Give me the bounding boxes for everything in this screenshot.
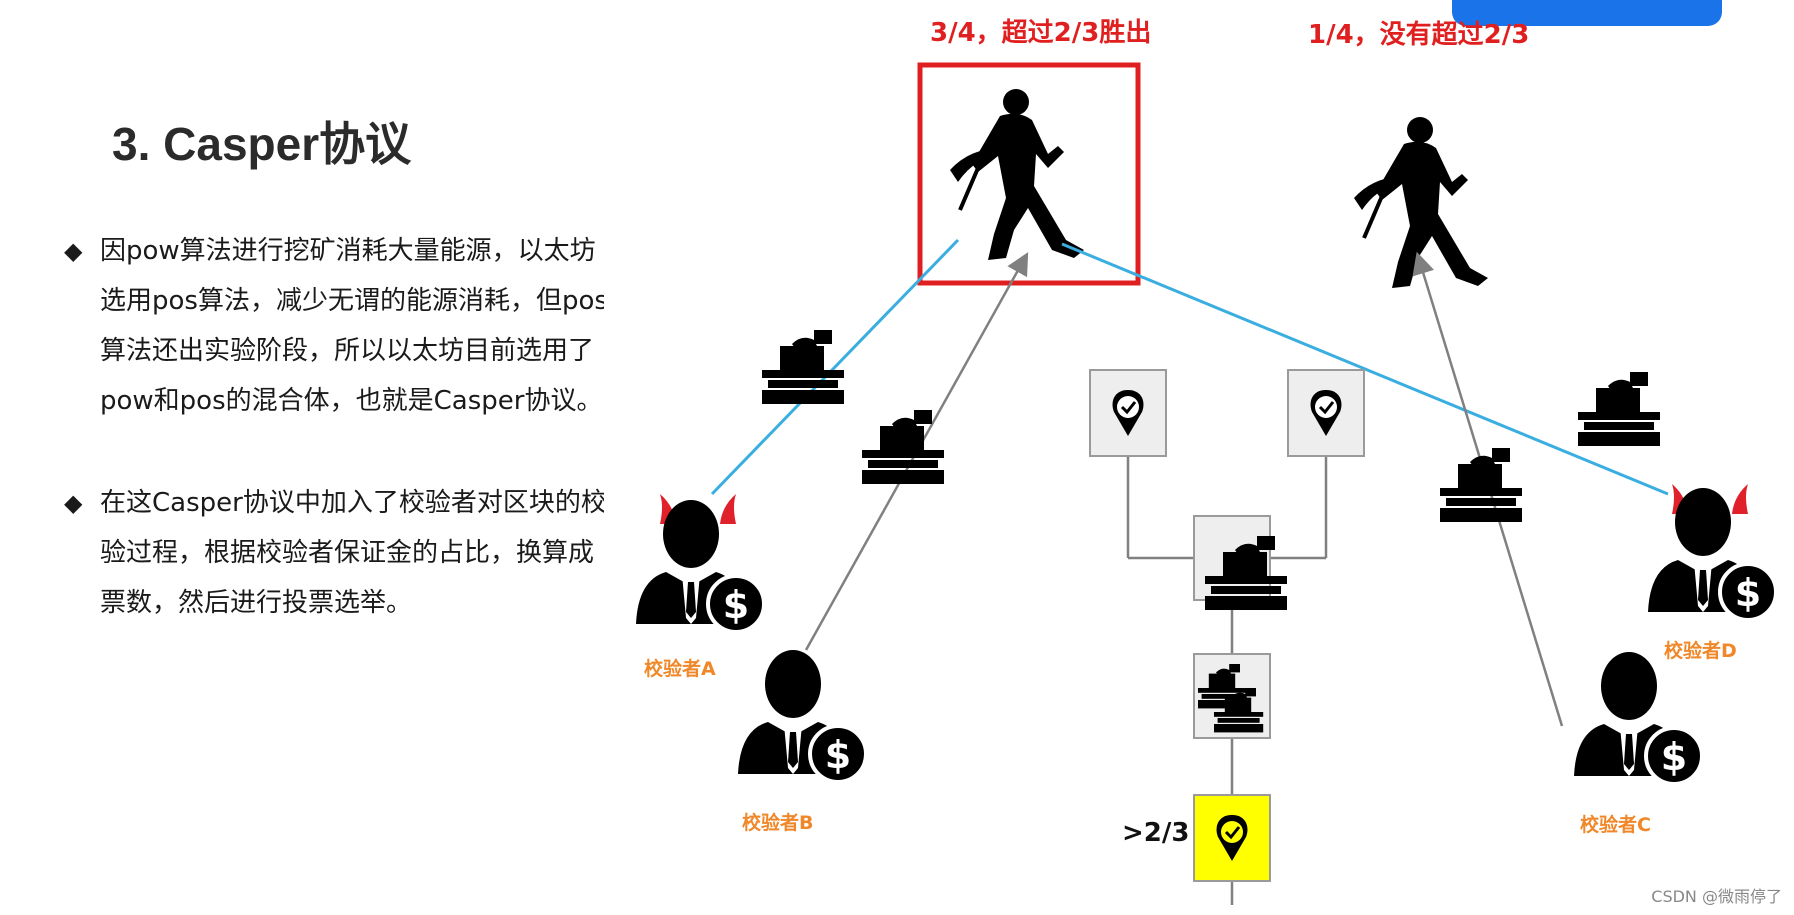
validator-b-label: 校验者B: [742, 812, 814, 834]
diamond-bullet-icon: ◆: [64, 237, 83, 265]
validator-a-label: 校验者A: [644, 658, 716, 680]
win-headline: 3/4，超过2/3胜出: [930, 18, 1152, 48]
ballot-box-icon: [1440, 448, 1522, 522]
miner-icon: [948, 87, 1086, 262]
diamond-bullet-icon: ◆: [64, 489, 83, 517]
validator-icon: [736, 648, 868, 784]
threshold-label: >2/3: [1122, 818, 1190, 848]
checkpoint-icon: [1088, 368, 1168, 458]
ballot-box-icon: [762, 330, 844, 404]
vote-box: [1193, 515, 1287, 610]
validator-icon: [634, 498, 766, 634]
checkpoint-icon: [1286, 368, 1366, 458]
vote-line-blue: [710, 238, 960, 496]
winner-highlight-box: [917, 62, 1141, 286]
ballot-box-icon: [1578, 372, 1660, 446]
bullet-item: ◆ 因pow算法进行挖矿消耗大量能源，以太坊选用pos算法，减少无谓的能源消耗，…: [64, 226, 604, 426]
validator-icon: [1572, 650, 1704, 786]
finalized-checkpoint: [1193, 794, 1271, 882]
validator-d-label: 校验者D: [1664, 640, 1737, 662]
bullet-text: 因pow算法进行挖矿消耗大量能源，以太坊选用pos算法，减少无谓的能源消耗，但p…: [100, 236, 604, 416]
watermark: CSDN @微雨停了: [1651, 887, 1782, 906]
validator-c-label: 校验者C: [1580, 814, 1651, 836]
text-panel: 3. Casper协议 ◆ 因pow算法进行挖矿消耗大量能源，以太坊选用pos算…: [0, 0, 604, 915]
page-title: 3. Casper协议: [112, 118, 412, 170]
bullet-item: ◆ 在这Casper协议中加入了校验者对区块的校验过程，根据校验者保证金的占比，…: [64, 478, 604, 628]
validator-icon: [1646, 486, 1778, 622]
lose-headline: 1/4，没有超过2/3: [1308, 20, 1530, 50]
bullet-text: 在这Casper协议中加入了校验者对区块的校验过程，根据校验者保证金的占比，换算…: [100, 488, 604, 618]
top-blue-tab: [1452, 0, 1722, 26]
ballot-box-icon: [862, 410, 944, 484]
multi-vote-box: [1193, 653, 1271, 739]
